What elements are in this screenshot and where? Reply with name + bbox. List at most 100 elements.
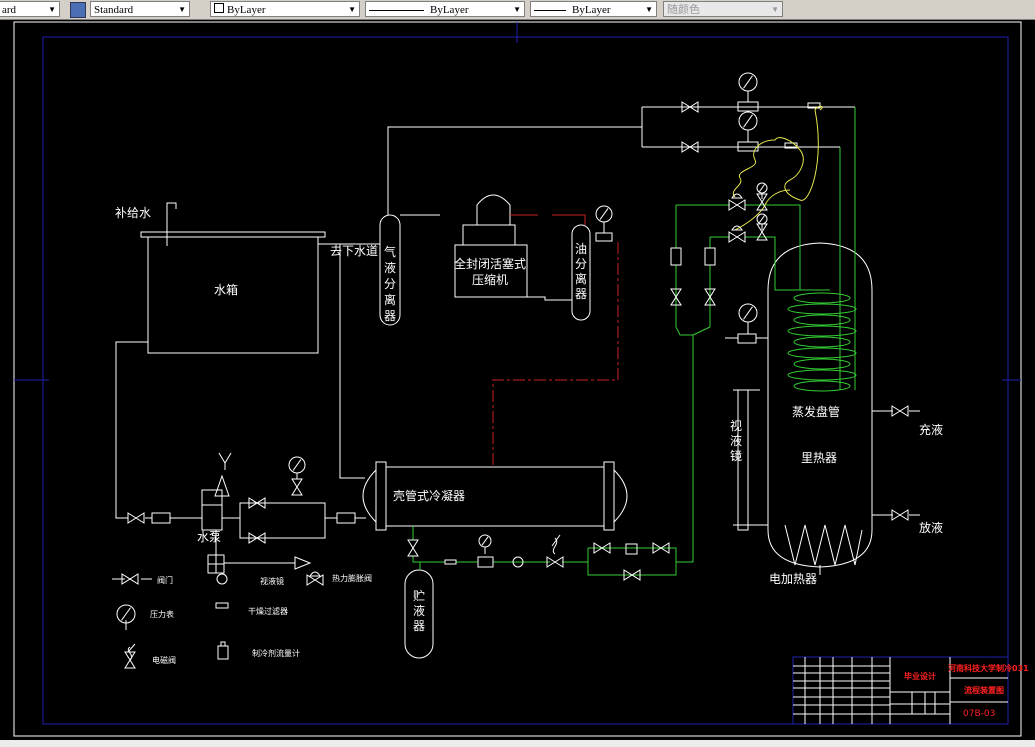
lineweight-dropdown[interactable]: ByLayer▼: [530, 1, 657, 17]
vertical-label-char: 液: [730, 433, 742, 448]
pressure-gauge-icon: [756, 213, 768, 230]
valve-icon[interactable]: [121, 573, 139, 585]
label-compressor-2: 压缩机: [472, 272, 508, 287]
title-block: [792, 656, 1009, 725]
label-condenser: 壳管式冷凝器: [393, 488, 465, 503]
label-makeup-water: 补给水: [115, 206, 151, 220]
coil-loop: [793, 292, 851, 304]
valve-icon[interactable]: [248, 532, 266, 544]
coil-loop: [787, 325, 857, 337]
coil-loop: [787, 347, 857, 359]
valve-icon[interactable]: [681, 141, 699, 153]
text-style-dropdown[interactable]: ard▼: [0, 1, 60, 17]
plot-style-dropdown: 随颜色▼: [663, 1, 783, 17]
text-style-value: ard: [2, 4, 17, 16]
coil-loop: [787, 303, 857, 315]
valve-icon[interactable]: [756, 193, 768, 211]
water-pump: [201, 489, 223, 531]
pressure-gauge-icon: [288, 456, 306, 479]
valve-icon[interactable]: [593, 542, 611, 554]
evaporator-coil: [787, 292, 857, 392]
pressure-gauge-icon: [595, 205, 613, 233]
vertical-label-char: 器: [575, 287, 587, 301]
solenoid-icon: [551, 534, 561, 555]
actuator-icon: [731, 225, 743, 231]
valve-icon[interactable]: [546, 556, 564, 568]
coil-loop: [793, 314, 851, 326]
valve-icon[interactable]: [704, 288, 716, 306]
sight-glass-icon: [512, 556, 524, 568]
capillary-tubes: [732, 105, 823, 231]
valve-icon[interactable]: [306, 574, 324, 586]
lineweight-value: ByLayer: [572, 4, 611, 16]
vertical-label-char: 液: [384, 260, 396, 275]
vertical-label-char: 离: [384, 292, 396, 307]
vertical-label-char: 分: [384, 277, 396, 291]
actuator-icon: [309, 571, 321, 577]
color-swatch-icon: [214, 3, 224, 13]
refrigerant-lines: [412, 107, 857, 576]
vertical-label-char: 离: [575, 271, 587, 286]
title-drawing-no: 07B-03: [963, 709, 995, 719]
vertical-label-char: 油: [575, 242, 587, 256]
compressor: [454, 244, 528, 298]
coil-loop: [787, 369, 857, 381]
legend-filter-label: 干燥过滤器: [248, 606, 288, 616]
flow-meter-icon: [625, 543, 638, 555]
valve-icon[interactable]: [670, 288, 682, 306]
label-vessel: 里热器: [801, 451, 837, 465]
valve-icon[interactable]: [728, 231, 746, 243]
dim-style-icon[interactable]: [70, 2, 86, 18]
title-drawing-name: 流程装置图: [964, 685, 1004, 695]
valve-icon[interactable]: [407, 539, 419, 557]
receiver: [404, 569, 434, 659]
valve-icon[interactable]: [652, 542, 670, 554]
valve-icon[interactable]: [891, 405, 909, 417]
filter-drier-icon: [444, 559, 457, 565]
valve-icon[interactable]: [891, 509, 909, 521]
label-heater: 电加热器: [769, 572, 817, 586]
label-charge: 充液: [919, 422, 943, 437]
linetype-dropdown[interactable]: ByLayer ▼: [365, 1, 525, 17]
valve-icon[interactable]: [291, 478, 303, 496]
vertical-label-char: 贮: [413, 588, 425, 603]
coil-loop: [793, 336, 851, 348]
linetype-value: ByLayer: [430, 4, 469, 16]
heat-vessel: [767, 242, 873, 568]
valve-icon[interactable]: [756, 223, 768, 241]
valve-icon[interactable]: [623, 569, 641, 581]
label-evaporator-coil: 蒸发盘管: [792, 404, 840, 419]
chevron-down-icon: ▼: [513, 5, 521, 14]
gauge-tee: [477, 556, 494, 568]
tank-lid: [140, 231, 326, 238]
title-school: 河南科技大学制冷031: [948, 663, 1029, 673]
vertical-label-char: 器: [384, 309, 396, 323]
vertical-label-char: 视: [730, 418, 742, 433]
chevron-down-icon: ▼: [771, 5, 779, 14]
valve-icon[interactable]: [127, 512, 145, 524]
actuator-icon: [731, 193, 743, 199]
pressure-gauge-icon: [738, 303, 758, 334]
symbols: [116, 72, 909, 669]
valve-icon[interactable]: [124, 651, 136, 669]
pressure-gauge-icon: [738, 111, 758, 142]
label-water-tank: 水箱: [214, 282, 238, 297]
valve-icon[interactable]: [728, 199, 746, 211]
valve-icon[interactable]: [681, 101, 699, 113]
vertical-label-char: 器: [413, 619, 425, 633]
legend-valve-label: 阀门: [157, 575, 173, 585]
dim-style-dropdown[interactable]: Standard▼: [90, 1, 190, 17]
coil-loop: [793, 358, 851, 370]
coil-loop: [793, 380, 851, 392]
legend-sight-glass-label: 视液镜: [260, 576, 284, 586]
label-pump: 水泵: [197, 530, 221, 544]
command-line[interactable]: [0, 740, 1035, 747]
inner-frame: [42, 36, 1009, 725]
drawing-canvas[interactable]: 补给水 水箱 去下水道 壳管式冷凝器 水泵 全封闭活塞式 压缩机 蒸发盘管 里热…: [0, 20, 1035, 740]
label-discharge: 放液: [919, 520, 943, 535]
vertical-label-char: 分: [575, 257, 587, 271]
vertical-label-char: 镜: [730, 448, 742, 463]
valve-icon[interactable]: [248, 497, 266, 509]
color-dropdown[interactable]: ByLayer▼: [210, 1, 360, 17]
dim-style-value: Standard: [94, 4, 134, 16]
